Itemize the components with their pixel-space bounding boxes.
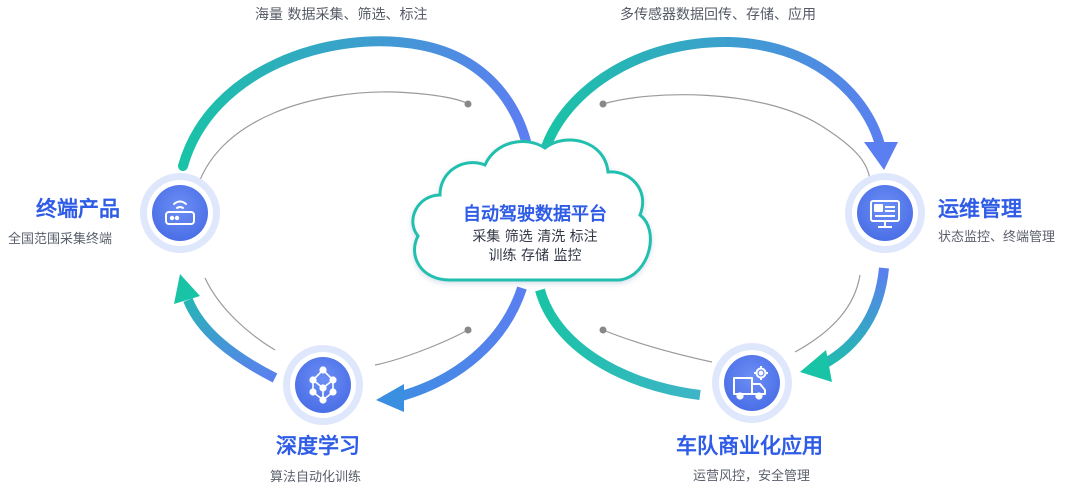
- arrowhead-to-terminal: [174, 274, 200, 304]
- node-learning: [283, 345, 363, 425]
- inner-arc-dot: [464, 326, 472, 334]
- cloud-title: 自动驾驶数据平台: [463, 204, 607, 225]
- neural-network-icon: [309, 366, 337, 404]
- terminal-subtitle: 全国范围采集终端: [8, 232, 113, 247]
- loop-arc-top-left: [178, 36, 533, 171]
- top-left-caption: 海量 数据采集、筛选、标注: [255, 7, 428, 23]
- learning-subtitle: 算法自动化训练: [270, 470, 362, 485]
- monitor-icon: [870, 200, 900, 228]
- router-icon: [165, 200, 195, 225]
- fleet-title: 车队商业化应用: [676, 434, 823, 458]
- inner-arc-dot: [599, 100, 607, 108]
- inner-arc-top-right: [602, 94, 871, 181]
- terminal-title: 终端产品: [36, 197, 120, 221]
- arrowhead-to-learning: [376, 384, 404, 412]
- node-fleet: [712, 343, 792, 423]
- fleet-subtitle: 运营风控，安全管理: [693, 469, 811, 484]
- inner-arc-dot: [599, 326, 607, 334]
- learning-title: 深度学习: [276, 434, 360, 458]
- node-terminal: [140, 173, 220, 253]
- inner-arc-bottom-center-right: [602, 329, 713, 363]
- ops-title: 运维管理: [938, 197, 1022, 221]
- ops-subtitle: 状态监控、终端管理: [938, 230, 1056, 245]
- loop-arc-center-lower-right: [535, 288, 701, 400]
- loop-arc-center-lower-left: [396, 286, 527, 402]
- truck-gear-icon: [733, 366, 768, 400]
- loop-arc-right: [819, 267, 889, 370]
- loop-arc-top-right: [540, 36, 885, 152]
- inner-arc-bottom-left: [204, 277, 276, 351]
- platform-cloud: [411, 138, 652, 282]
- arrowhead-to-ops: [864, 142, 898, 170]
- arrowhead-to-fleet: [800, 350, 832, 382]
- loop-arc-left: [183, 298, 278, 383]
- inner-arc-bottom-center-left: [374, 329, 469, 366]
- node-ops: [845, 173, 925, 253]
- cloud-line-2: 训练 存储 监控: [488, 248, 582, 264]
- inner-arc-dot: [464, 100, 472, 108]
- cloud-line-1: 采集 筛选 清洗 标注: [472, 229, 598, 245]
- top-right-caption: 多传感器数据回传、存储、应用: [620, 7, 816, 23]
- inner-arc-top-left: [194, 91, 469, 196]
- inner-arc-bottom-right: [794, 274, 861, 353]
